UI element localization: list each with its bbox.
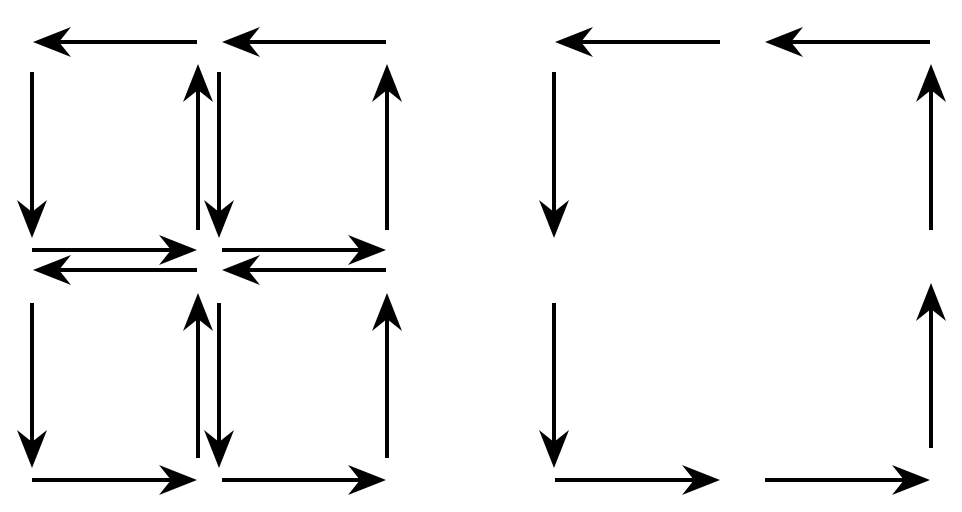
arrow-right-bottom-row-left-cell — [32, 465, 197, 495]
arrow-down-upper-center-b — [204, 72, 234, 238]
arrow-down-lower-left-side — [539, 303, 569, 468]
arrowhead-icon — [222, 27, 260, 57]
arrowhead-icon — [348, 465, 386, 495]
arrow-up-lower-center-a — [183, 293, 213, 458]
arrowhead-icon — [17, 430, 47, 468]
arrow-right-bottom-row-left-cell — [555, 465, 720, 495]
arrowhead-icon — [555, 27, 593, 57]
arrowhead-icon — [892, 465, 930, 495]
arrow-down-lower-left-side — [17, 303, 47, 468]
arrowhead-icon — [204, 200, 234, 238]
arrow-right-middle-right-cell-a — [222, 235, 386, 265]
left-panel-grid-cycles — [17, 27, 402, 495]
arrowhead-icon — [17, 200, 47, 238]
arrowhead-icon — [916, 64, 946, 102]
arrow-up-upper-right-side — [916, 64, 946, 230]
arrowhead-icon — [159, 465, 197, 495]
arrowhead-icon — [539, 200, 569, 238]
arrow-down-lower-center-b — [204, 303, 234, 468]
arrow-left-top-row-right-cell — [222, 27, 386, 57]
arrowhead-icon — [33, 255, 71, 285]
arrowhead-icon — [183, 293, 213, 331]
arrow-down-upper-left-side — [539, 72, 569, 238]
arrowhead-icon — [159, 235, 197, 265]
arrow-left-top-row-left-cell — [33, 27, 197, 57]
arrowhead-icon — [539, 430, 569, 468]
arrow-right-middle-left-cell-a — [32, 235, 197, 265]
arrow-left-middle-right-cell-b — [222, 255, 386, 285]
arrow-left-top-row-left-cell — [555, 27, 720, 57]
arrow-left-middle-left-cell-b — [33, 255, 197, 285]
arrow-right-bottom-row-right-cell — [765, 465, 930, 495]
arrowhead-icon — [916, 283, 946, 321]
arrowhead-icon — [372, 64, 402, 102]
arrow-right-bottom-row-right-cell — [222, 465, 386, 495]
right-panel-boundary-cycle — [539, 27, 946, 495]
arrow-down-upper-left-side — [17, 72, 47, 238]
arrow-left-top-row-right-cell — [765, 27, 930, 57]
arrow-up-lower-right-side — [916, 283, 946, 448]
arrowhead-icon — [682, 465, 720, 495]
arrowhead-icon — [765, 27, 803, 57]
arrowhead-icon — [204, 430, 234, 468]
arrowhead-icon — [372, 293, 402, 331]
arrowhead-icon — [33, 27, 71, 57]
arrow-up-upper-right-side — [372, 64, 402, 230]
arrowhead-icon — [183, 64, 213, 102]
arrowhead-icon — [348, 235, 386, 265]
arrow-up-lower-right-side — [372, 293, 402, 458]
arrow-up-upper-center-a — [183, 64, 213, 230]
arrowhead-icon — [222, 255, 260, 285]
